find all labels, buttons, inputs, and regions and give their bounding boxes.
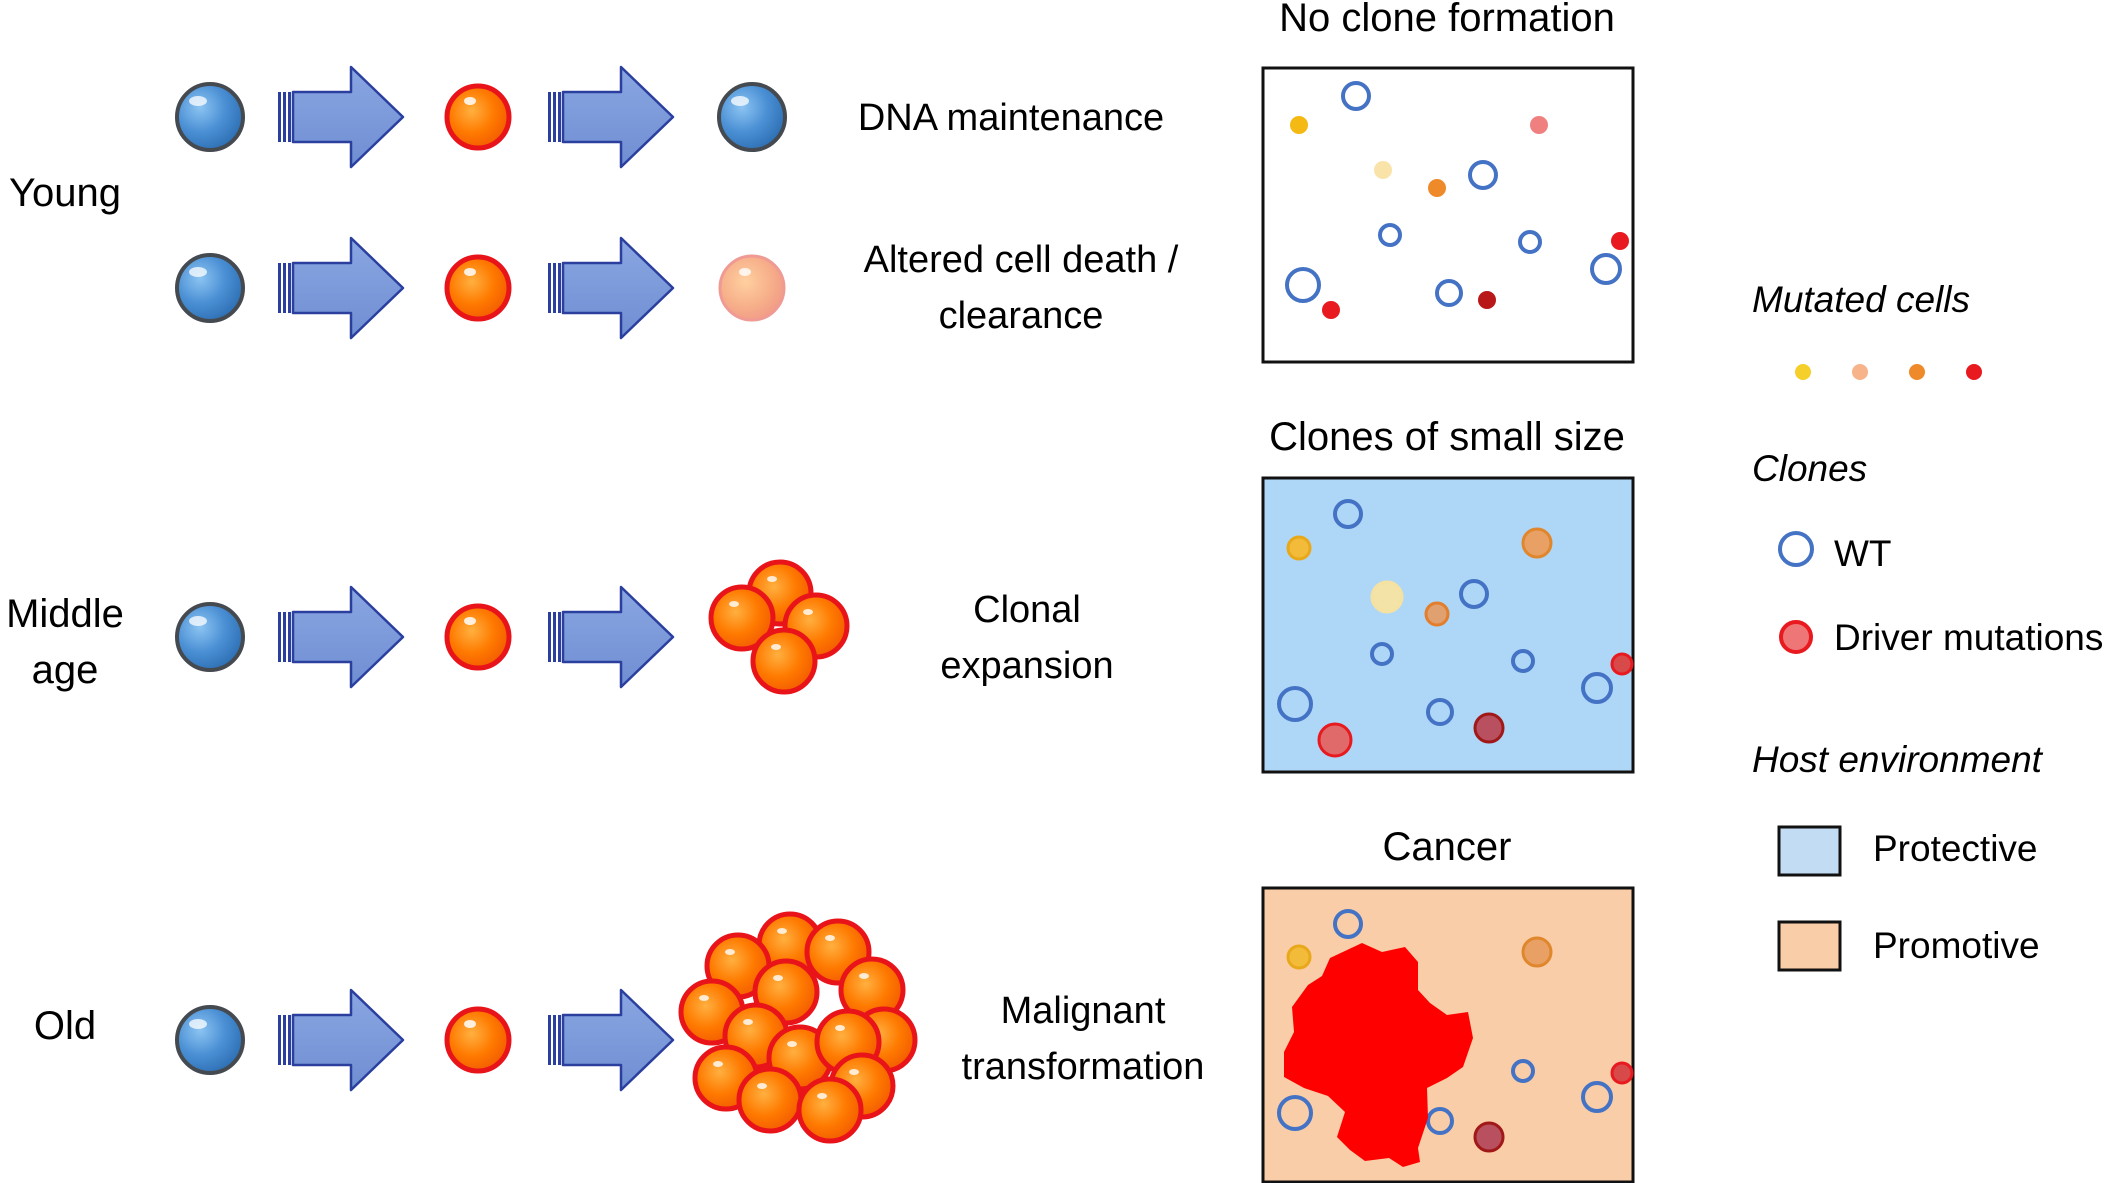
healthy-cell bbox=[717, 82, 787, 152]
healthy-cell bbox=[175, 1005, 245, 1075]
panel-title-small-clones: Clones of small size bbox=[1269, 415, 1625, 459]
healthy-cell bbox=[175, 602, 245, 672]
healthy-cell bbox=[175, 82, 245, 152]
healthy-cell bbox=[175, 253, 245, 323]
arrow bbox=[276, 988, 405, 1092]
outcome-clonal-line1: Clonal bbox=[973, 589, 1081, 631]
outcome-malignant-line1: Malignant bbox=[1001, 990, 1166, 1032]
mutated-cell bbox=[444, 254, 512, 322]
age-label-middle-line1: Middle bbox=[6, 592, 124, 636]
legend-host-title: Host environment bbox=[1752, 739, 2044, 780]
age-label-young: Young bbox=[9, 171, 121, 215]
outcome-clonal-line2: expansion bbox=[940, 645, 1113, 687]
mutated-cell bbox=[444, 83, 512, 151]
age-label-old: Old bbox=[34, 1004, 96, 1048]
legend-mutated-cells-title: Mutated cells bbox=[1752, 279, 1970, 320]
mutated-cell bbox=[444, 1006, 512, 1074]
tumor-mass bbox=[1284, 943, 1473, 1167]
mutated-cell bbox=[444, 603, 512, 671]
arrow bbox=[546, 988, 675, 1092]
arrow bbox=[276, 236, 405, 340]
arrow bbox=[546, 65, 675, 169]
arrow bbox=[546, 236, 675, 340]
arrow bbox=[546, 585, 675, 689]
legend-promotive-label: Promotive bbox=[1873, 925, 2040, 966]
panel-title-cancer: Cancer bbox=[1383, 825, 1512, 869]
outcome-cell-death-line1: Altered cell death / bbox=[864, 239, 1179, 281]
legend-clones-title: Clones bbox=[1752, 448, 1867, 489]
panel-clones-small-size bbox=[1261, 476, 1635, 774]
arrow bbox=[276, 65, 405, 169]
age-label-middle-line2: age bbox=[32, 648, 99, 692]
tumor-cluster bbox=[678, 911, 918, 1144]
legend-protective-label: Protective bbox=[1873, 828, 2038, 869]
outcome-malignant-line2: transformation bbox=[962, 1046, 1205, 1088]
legend-wt-label: WT bbox=[1834, 533, 1892, 574]
panel-no-clone-formation bbox=[1261, 66, 1635, 364]
arrow bbox=[276, 585, 405, 689]
small-clone-cluster bbox=[708, 559, 850, 695]
panel-cancer bbox=[1261, 886, 1635, 1183]
outcome-dna-maintenance: DNA maintenance bbox=[858, 97, 1164, 139]
legend-driver-label: Driver mutations bbox=[1834, 617, 2103, 658]
outcome-cell-death-line2: clearance bbox=[939, 295, 1104, 337]
legend: Mutated cells Clones WT Driver mutations… bbox=[1752, 279, 2103, 972]
panel-title-no-clone: No clone formation bbox=[1279, 0, 1615, 40]
dying-cell bbox=[718, 254, 786, 322]
